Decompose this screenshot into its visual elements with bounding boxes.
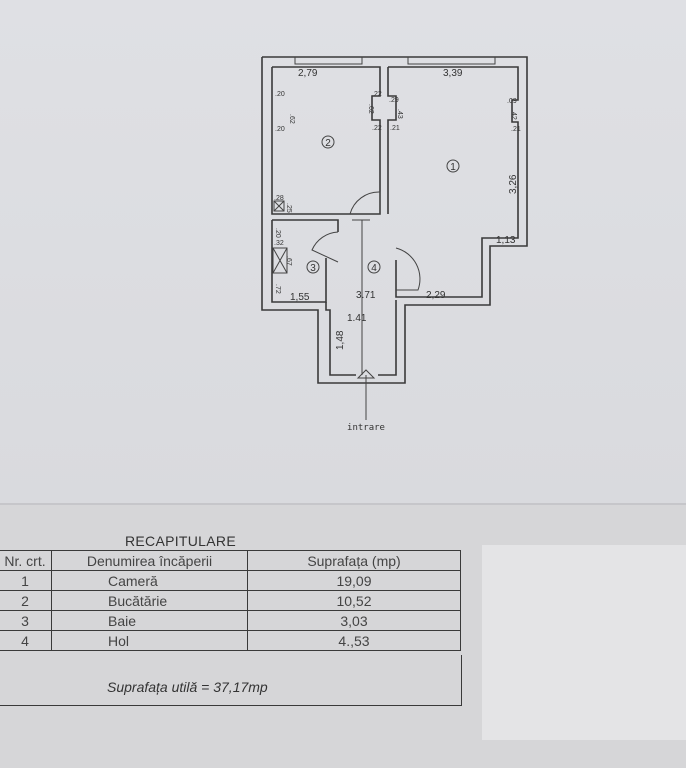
dim-small: .22 (372, 91, 382, 98)
row-area: 3,03 (247, 610, 461, 631)
header-room-name: Denumirea încăperii (51, 550, 248, 571)
bath-wall-2 (271, 220, 327, 303)
room-number-2: 2 (325, 138, 331, 149)
dim-small: .21 (390, 125, 400, 132)
room-number-1: 1 (450, 162, 456, 173)
window-top-right (407, 57, 496, 65)
dim-small: .20 (275, 91, 285, 98)
room1-inner (388, 66, 519, 298)
dim-corridor-width: 1.41 (347, 313, 367, 324)
table-header-row: Nr. crt. Denumirea încăperii Suprafața (… (0, 550, 461, 571)
dim-hall-length: 3.71 (356, 290, 376, 301)
dim-small: .43 (396, 109, 403, 119)
dim-bath-width: 1,55 (290, 292, 310, 303)
dim-small: .28 (274, 195, 284, 202)
dim-kitchen-width: 2,79 (298, 68, 318, 79)
header-nr: Nr. crt. (0, 550, 52, 571)
row-name: Bucătărie (51, 590, 248, 611)
dim-small: .62 (367, 104, 374, 114)
dim-small: .20 (274, 228, 281, 238)
room-marker-circle (367, 260, 381, 274)
row-area: 19,09 (247, 570, 461, 591)
corridor-wall (325, 302, 356, 376)
row-name: Cameră (51, 570, 248, 591)
dim-small: .29 (389, 97, 399, 104)
door-bath (311, 231, 339, 263)
dim-small: .72 (274, 284, 281, 294)
vent-icon (273, 200, 285, 212)
dim-small: .09 (507, 98, 517, 105)
dim-room-bottom: 2,29 (426, 290, 446, 301)
row-nr: 2 (0, 590, 52, 611)
shower-icon (272, 247, 288, 274)
row-name: Hol (51, 630, 248, 651)
dim-small: .21 (511, 126, 521, 133)
dim-small: .62 (288, 114, 295, 124)
summary-box: Suprafața utilă = 37,17mp (0, 655, 462, 706)
header-area: Suprafața (mp) (247, 550, 461, 571)
dim-corridor-length: 1,48 (335, 330, 346, 350)
bath-wall (272, 219, 339, 232)
row-area: 10,52 (247, 590, 461, 611)
blank-paper-area (482, 545, 686, 740)
room-marker-circle (446, 159, 460, 173)
room-number-3: 3 (310, 263, 316, 274)
door-kitchen (349, 191, 381, 215)
row-area: 4.,53 (247, 630, 461, 651)
door-room (395, 247, 421, 291)
entrance-arrow-icon (356, 369, 376, 379)
row-name: Baie (51, 610, 248, 631)
room-marker-circle (306, 260, 320, 274)
room-number-4: 4 (371, 263, 377, 274)
row-nr: 1 (0, 570, 52, 591)
paper-background (0, 0, 686, 505)
entrance-label: intrare (347, 423, 385, 433)
dim-small: .42 (510, 110, 517, 120)
dim-small: .25 (285, 203, 292, 213)
usable-area-total: Suprafața utilă = 37,17mp (107, 679, 268, 695)
inner-wall-line (271, 66, 381, 215)
row-nr: 4 (0, 630, 52, 651)
row-nr: 3 (0, 610, 52, 631)
dim-room-height: 3,26 (508, 174, 519, 194)
dim-small: .32 (274, 240, 284, 247)
table-title: RECAPITULARE (125, 533, 236, 549)
window-top-left (294, 57, 363, 65)
outer-wall (261, 56, 528, 384)
room-marker-circle (321, 135, 335, 149)
dim-small: .67 (285, 256, 292, 266)
area-summary-table: Nr. crt. Denumirea încăperii Suprafața (… (0, 550, 461, 651)
dim-small: .22 (372, 125, 382, 132)
page-fold (0, 503, 686, 505)
room1-inner-left (387, 67, 397, 214)
corridor-wall-r (378, 300, 397, 376)
dim-room-width: 3,39 (443, 68, 463, 79)
dim-small: .20 (275, 126, 285, 133)
dim-room-step: 1,13 (496, 235, 516, 246)
